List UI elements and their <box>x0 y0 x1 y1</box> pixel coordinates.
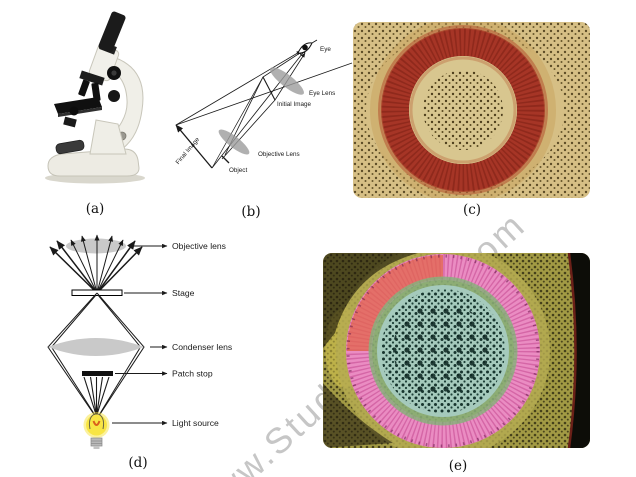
panel-letter-a: (a) <box>85 201 105 217</box>
darkfield-labels: Objective lens Stage Condenser lens Patc… <box>172 241 232 428</box>
label-stage: Stage <box>172 288 195 298</box>
microscope-pillar <box>89 119 127 155</box>
corner-shadow-bottom-left <box>323 383 393 448</box>
image-markers <box>221 76 276 164</box>
panel-d-darkfield-setup-diagram: Objective lens Stage Condenser lens Patc… <box>38 232 243 454</box>
light-bulb-icon <box>83 412 110 449</box>
lens-shapes <box>218 67 304 155</box>
label-patch-stop: Patch stop <box>172 369 213 379</box>
lamp-rays <box>83 376 110 417</box>
ray-diagram-labels: Eye Eye Lens Initial Image Objective Len… <box>175 46 336 174</box>
orange-arc <box>347 255 444 352</box>
pink-striations <box>346 254 540 448</box>
callout-arrows <box>112 243 168 426</box>
panel-a-microscope-photo <box>40 8 170 188</box>
condenser-lens-shape <box>48 338 144 356</box>
microscope-eyepiece <box>98 11 126 53</box>
object-segment <box>221 155 230 164</box>
panel-letter-d: (d) <box>128 455 148 471</box>
scattered-light-arrows <box>49 234 143 294</box>
green-transition-ring <box>368 276 518 426</box>
final-image-arrow-line <box>175 124 213 169</box>
microscope-focus-knobs <box>107 66 121 102</box>
panel-letter-b: (b) <box>241 204 261 220</box>
panel-c-brightfield-micrograph <box>353 22 590 198</box>
microscope-illuminator <box>55 139 85 155</box>
panel-letter-e: (e) <box>448 458 468 474</box>
patch-stop-shape <box>82 371 113 376</box>
eye-icon <box>297 39 318 54</box>
label-light-source: Light source <box>172 418 219 428</box>
objective-lens-ellipse <box>218 129 250 155</box>
label-initial-image: Initial Image <box>277 101 311 108</box>
panel-b-ray-diagram: Eye Eye Lens Initial Image Objective Len… <box>170 15 355 210</box>
label-condenser-lens: Condenser lens <box>172 342 232 352</box>
pith-cell-dots <box>423 70 503 150</box>
yellow-ring <box>336 253 550 448</box>
microscope-icon <box>45 11 145 184</box>
radial-striations <box>381 28 545 192</box>
initial-image-segment <box>262 76 276 101</box>
microscope-base <box>47 148 140 177</box>
microscope-nosepiece-objectives <box>78 70 105 102</box>
label-object: Object <box>229 167 247 174</box>
eye-lens-ellipse <box>270 67 304 95</box>
label-objective-lens: Objective lens <box>172 241 226 251</box>
stage-slide-shape <box>71 289 123 296</box>
microscope-stage <box>54 97 102 128</box>
objective-lens-shape <box>66 238 126 254</box>
label-eye-lens: Eye Lens <box>309 90 335 97</box>
panel-e-darkfield-micrograph <box>323 253 590 448</box>
epidermis-rim-line <box>567 253 577 448</box>
panel-letter-c: (c) <box>462 202 482 218</box>
label-objective-lens: Objective Lens <box>258 151 300 158</box>
corner-shadow-top-left <box>323 253 418 348</box>
label-eye: Eye <box>320 46 331 53</box>
teal-large-dots <box>393 301 489 397</box>
